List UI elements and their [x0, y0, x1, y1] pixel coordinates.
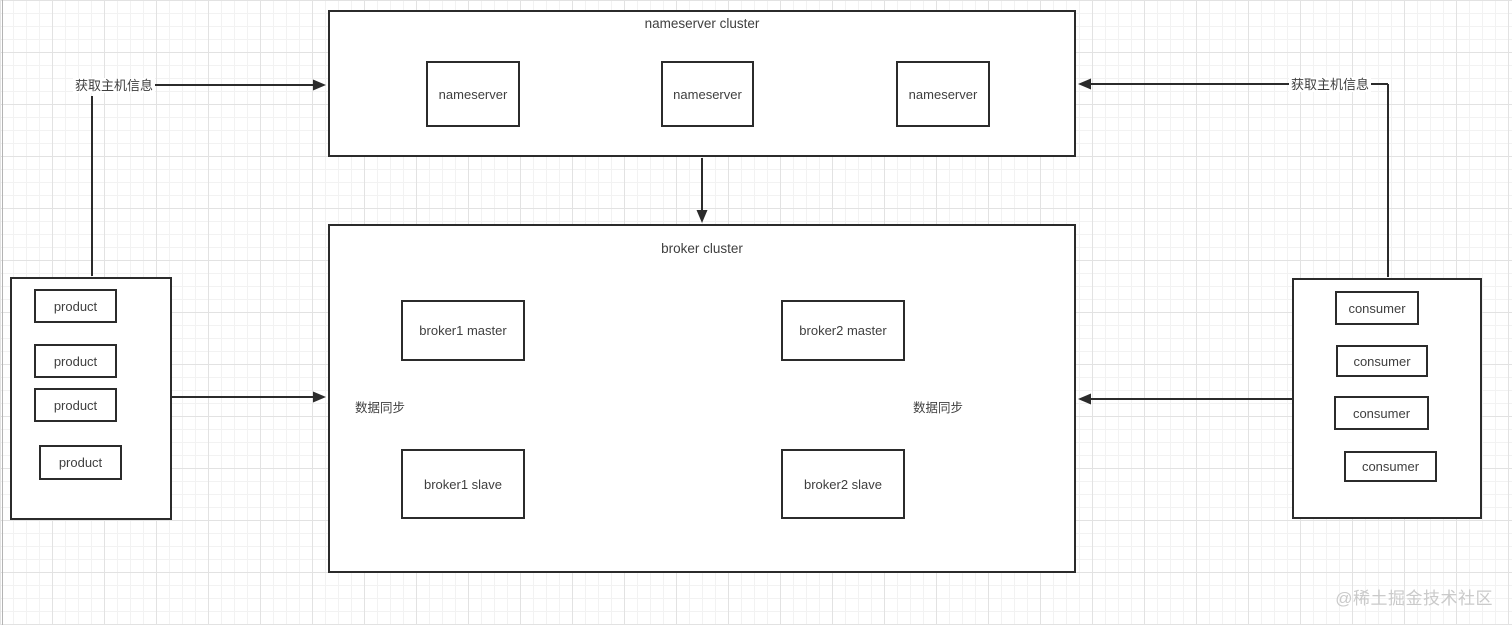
broker1-master-node: broker1 master [401, 300, 525, 361]
consumer-node-3: consumer [1334, 396, 1429, 430]
broker1-data-sync-label: 数据同步 [352, 401, 408, 416]
page-left-edge [2, 0, 3, 625]
product-node-3: product [34, 388, 117, 422]
product-node-4: product [39, 445, 122, 480]
nameserver-node-2: nameserver [661, 61, 754, 127]
watermark: @稀土掘金技术社区 [1335, 589, 1493, 608]
edge-nameserver-to-broker [696, 158, 708, 223]
nameserver-cluster-title: nameserver cluster [644, 16, 760, 31]
nameserver-node-1: nameserver [426, 61, 520, 127]
broker2-master-node: broker2 master [781, 300, 905, 361]
broker-cluster-box [328, 224, 1076, 573]
right-fetch-host-label: 获取主机信息 [1288, 77, 1372, 92]
broker2-slave-node: broker2 slave [781, 449, 905, 519]
broker2-data-sync-label: 数据同步 [910, 401, 966, 416]
consumer-node-4: consumer [1344, 451, 1437, 482]
product-node-1: product [34, 289, 117, 323]
edge-consumer-fetch-host [1078, 78, 1389, 277]
consumer-node-1: consumer [1335, 291, 1419, 325]
left-fetch-host-label: 获取主机信息 [72, 78, 156, 93]
nameserver-node-3: nameserver [896, 61, 990, 127]
edge-consumer-to-broker [1078, 393, 1292, 405]
broker-cluster-title: broker cluster [661, 241, 743, 256]
edge-producer-to-broker [172, 391, 326, 403]
consumer-node-2: consumer [1336, 345, 1428, 377]
product-node-2: product [34, 344, 117, 378]
edge-producer-fetch-host [91, 79, 326, 276]
broker1-slave-node: broker1 slave [401, 449, 525, 519]
